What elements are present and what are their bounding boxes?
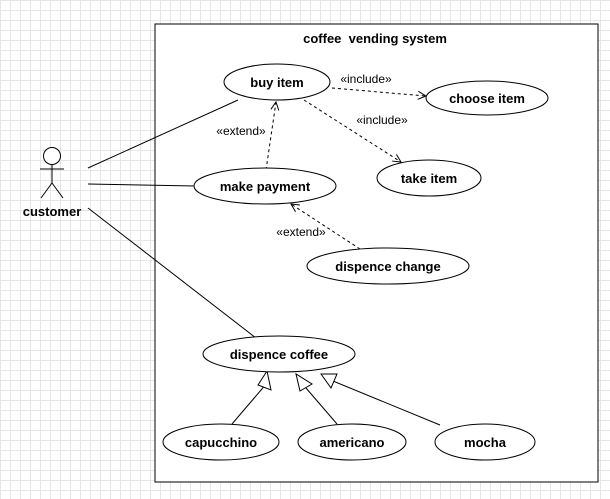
use-case-label: capucchino (185, 435, 257, 450)
generalization-arrowhead-mocha (320, 373, 338, 390)
use-case-label: buy item (250, 75, 303, 90)
use-case-make-payment[interactable]: make payment (193, 167, 337, 205)
association-customer-dispence-coffee (87, 207, 257, 339)
include-buy-to-choose (331, 87, 426, 96)
association-customer-buy-item (87, 99, 239, 169)
include-take-label: «include» (356, 113, 408, 127)
use-case-label: take item (401, 171, 457, 186)
use-case-capucchino[interactable]: capucchino (162, 423, 280, 461)
actor-label: customer (23, 204, 82, 219)
generalization-arrowhead-capucchino (257, 369, 272, 391)
use-case-label: americano (319, 435, 384, 450)
use-case-label: choose item (449, 91, 525, 106)
use-case-label: dispence change (335, 259, 440, 274)
include-choose-label: «include» (340, 72, 392, 86)
generalization-mocha (332, 380, 441, 426)
use-case-label: make payment (220, 179, 311, 194)
include-buy-to-take (303, 99, 401, 162)
use-case-dispence-coffee[interactable]: dispence coffee (202, 335, 356, 373)
use-case-label: mocha (464, 435, 507, 450)
extend-payment-label: «extend» (216, 124, 266, 138)
use-case-americano[interactable]: americano (297, 423, 407, 461)
generalization-capucchino (231, 382, 268, 425)
generalization-arrowhead-americano (295, 372, 313, 392)
system-title: coffee vending system (303, 31, 447, 46)
association-customer-make-payment (87, 183, 196, 187)
actor-left-leg (40, 182, 53, 199)
use-case-dispence-change[interactable]: dispence change (306, 247, 470, 285)
actor-head (43, 147, 61, 165)
use-case-choose-item[interactable]: choose item (425, 80, 549, 116)
use-case-label: dispence coffee (230, 347, 328, 362)
actor-right-leg (51, 182, 64, 199)
extend-change-label: «extend» (276, 225, 326, 239)
use-case-take-item[interactable]: take item (376, 159, 482, 197)
extend-change-to-payment (291, 204, 361, 250)
use-case-mocha[interactable]: mocha (434, 423, 536, 461)
actor-customer[interactable]: customer (23, 147, 82, 220)
use-case-buy-item[interactable]: buy item (223, 63, 331, 101)
generalization-americano (305, 387, 338, 425)
